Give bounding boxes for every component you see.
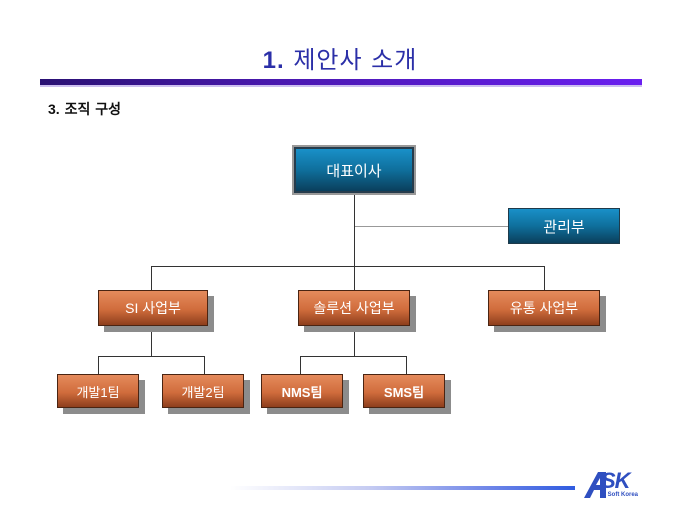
title-underline-shadow xyxy=(40,85,642,87)
logo-a-icon xyxy=(584,472,606,498)
staff-box: 관리부 xyxy=(508,208,620,244)
connector-distribution xyxy=(544,266,545,291)
connector-ceo-down xyxy=(354,193,355,267)
title-text: 제안사 소개 xyxy=(293,46,418,74)
division-si: SI 사업부 xyxy=(98,290,208,326)
team-dev2: 개발2팀 xyxy=(162,374,244,408)
connector-si xyxy=(151,266,152,291)
division-distribution-label: 유통 사업부 xyxy=(509,300,579,316)
connector-solution-down xyxy=(354,327,355,357)
team-nms: NMS팀 xyxy=(261,374,343,408)
connector-si-teams-bar xyxy=(98,356,205,357)
logo-subtitle: ir Soft Korea xyxy=(602,492,639,498)
team-sms-label: SMS팀 xyxy=(383,384,425,400)
title-number: 1. xyxy=(262,47,285,74)
connector-solution-teams-bar xyxy=(300,356,407,357)
connector-team1 xyxy=(98,356,99,375)
ceo-label: 대표이사 xyxy=(326,161,382,180)
team-dev1-label: 개발1팀 xyxy=(76,384,120,400)
footer-gradient-line xyxy=(230,486,575,490)
connector-nms xyxy=(300,356,301,375)
division-distribution: 유통 사업부 xyxy=(488,290,600,326)
team-dev1: 개발1팀 xyxy=(57,374,139,408)
connector-division-bar xyxy=(151,266,544,267)
section-heading: 3. 조직 구성 xyxy=(48,99,121,119)
team-dev2-label: 개발2팀 xyxy=(181,384,225,400)
connector-sms xyxy=(406,356,407,375)
team-nms-label: NMS팀 xyxy=(281,384,323,400)
division-si-label: SI 사업부 xyxy=(125,300,181,316)
division-solution: 솔루션 사업부 xyxy=(298,290,410,326)
section-text: 조직 구성 xyxy=(64,102,121,118)
connector-solution xyxy=(354,266,355,291)
connector-si-down xyxy=(151,327,152,357)
team-sms: SMS팀 xyxy=(363,374,445,408)
logo-text: SK xyxy=(601,468,631,493)
company-logo: SK ir Soft Korea xyxy=(584,468,644,502)
ceo-box: 대표이사 xyxy=(292,145,416,195)
division-solution-label: 솔루션 사업부 xyxy=(313,300,395,316)
staff-label: 관리부 xyxy=(543,217,585,236)
connector-team2 xyxy=(204,356,205,375)
section-number: 3. xyxy=(48,101,60,117)
page-title: 1. 제안사 소개 xyxy=(0,40,680,75)
title-underline xyxy=(40,79,642,85)
connector-staff xyxy=(355,226,510,227)
